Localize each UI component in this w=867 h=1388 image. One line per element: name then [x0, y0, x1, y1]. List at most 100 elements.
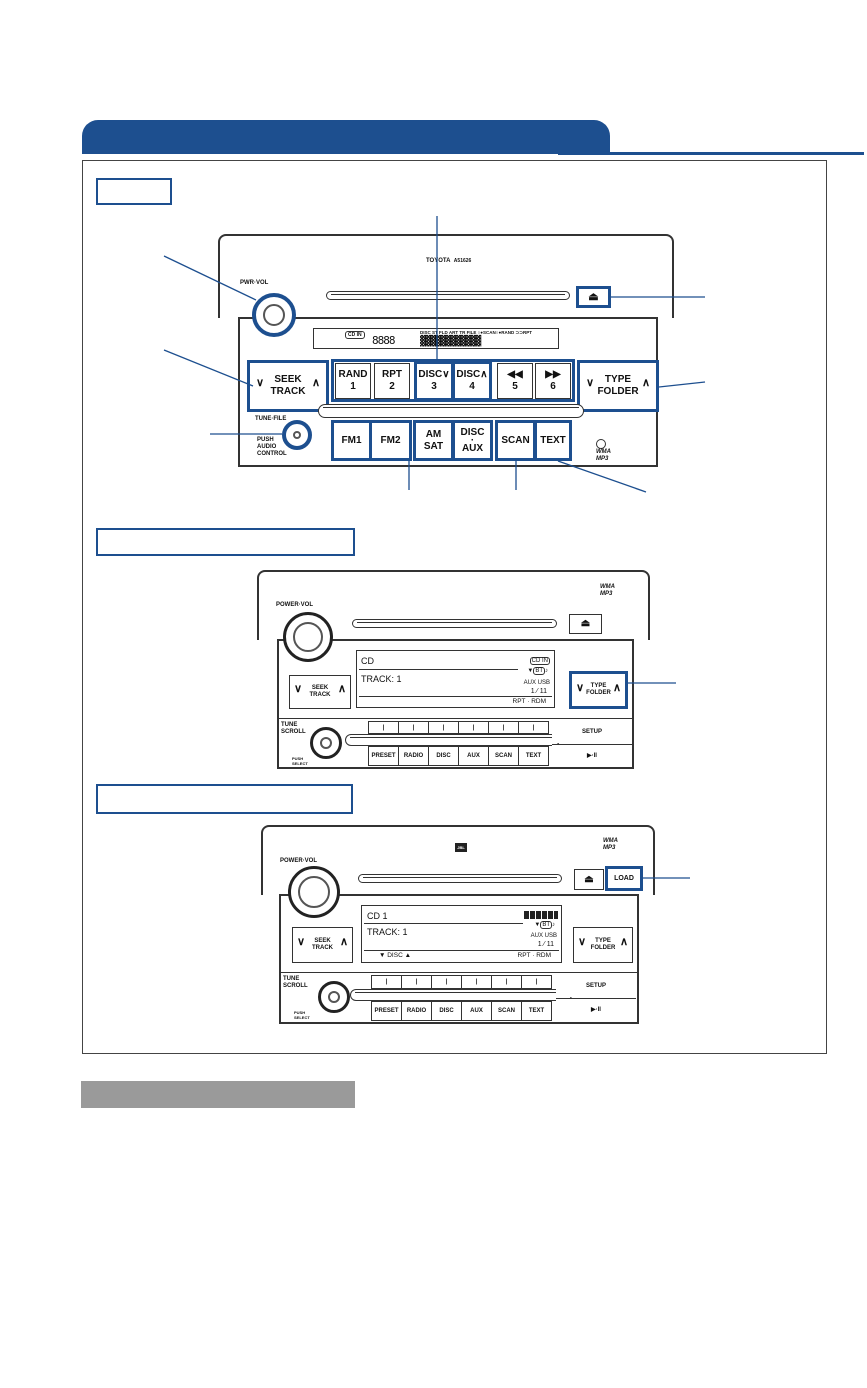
callout-line-power-volume — [163, 255, 257, 301]
radio2-eject-button[interactable]: ⏏ — [569, 614, 602, 634]
radio1-cd-slot[interactable] — [326, 291, 570, 300]
radio2-display: CD TRACK: 1 CD IN ▼BT♪ AUX USB 1 ⁄ 11 RP… — [356, 650, 555, 708]
radio2-push-select-label: PUSH SELECT — [292, 756, 308, 766]
music-note-icon: ♪ — [545, 668, 548, 674]
radio1-segment-text: ▓▓▓▓▓▓▓▓▓▓▓▓ — [420, 336, 481, 347]
radio1-preset-2[interactable]: RPT 2 — [374, 363, 410, 399]
radio3-text-button[interactable]: TEXT — [521, 1001, 552, 1021]
radio1-tune-label: TUNE·FILE — [255, 416, 287, 422]
seek-track-label: SEEK TRACK — [309, 685, 331, 698]
chevron-up-icon: ∧ — [612, 682, 621, 694]
header-tab — [82, 120, 610, 154]
radio2-setup-button[interactable]: SETUP — [552, 721, 632, 743]
radio2-preset-5[interactable]: | — [488, 721, 519, 734]
radio2-preset-2[interactable]: | — [398, 721, 429, 734]
radio2-bt-indicator: ▼BT♪ — [527, 667, 548, 675]
radio1-fm2-button[interactable]: FM2 — [369, 420, 412, 461]
label-box-3 — [96, 784, 353, 814]
radio1-preset-4[interactable]: DISC∧ 4 — [452, 361, 492, 401]
chevron-up-icon: ∧ — [311, 377, 320, 389]
radio1-tune-file-knob[interactable] — [282, 420, 312, 450]
radio1-seek-track-button[interactable]: ∨ SEEK TRACK ∧ — [247, 360, 329, 412]
label-box-1 — [96, 178, 172, 205]
radio3-power-volume-knob[interactable] — [288, 866, 340, 918]
radio3-bt-indicator: ▼BT♪ — [534, 921, 555, 929]
radio2-tune-scroll-knob[interactable] — [310, 727, 342, 759]
chevron-up-icon: ∧ — [619, 936, 628, 948]
radio3-display-source: CD 1 — [367, 911, 388, 921]
eject-icon: ⏏ — [584, 873, 594, 885]
radio2-text-button[interactable]: TEXT — [518, 746, 549, 766]
radio1-cd-in-indicator: CD IN — [345, 331, 365, 339]
chevron-down-icon: ∨ — [578, 936, 587, 948]
radio2-display-track: TRACK: 1 — [361, 674, 402, 684]
radio2-tune-label: TUNE SCROLL — [281, 722, 306, 735]
seek-track-label: SEEK TRACK — [270, 374, 306, 397]
callout-line-text — [557, 460, 647, 493]
radio2-seek-track-button[interactable]: ∨ SEEK TRACK ∧ — [289, 675, 351, 709]
radio3-disc-slots-indicator — [524, 911, 558, 919]
callout-line-seek-track — [163, 349, 254, 387]
radio2-display-source: CD — [361, 656, 374, 666]
chevron-up-icon: ∧ — [337, 683, 346, 695]
radio1-text-button[interactable]: TEXT — [534, 420, 572, 461]
radio3-cd-slot[interactable] — [358, 874, 562, 883]
radio1-knob-label: PWR·VOL — [240, 280, 269, 286]
radio3-jbl-logo: JBL — [455, 843, 467, 852]
radio2-preset-6[interactable]: | — [518, 721, 549, 734]
radio1-push-audio-label: PUSH AUDIO CONTROL — [257, 437, 287, 457]
radio2-cd-slot[interactable] — [352, 619, 557, 628]
radio1-preset-6[interactable]: ▶▶ 6 — [535, 363, 571, 399]
radio3-tune-scroll-knob[interactable] — [318, 981, 350, 1013]
radio1-cd-changer-slot[interactable] — [318, 404, 584, 418]
radio2-type-folder-button[interactable]: ∨ TYPE FOLDER ∧ — [569, 671, 628, 709]
radio3-disc-selector: ▼ DISC ▲ — [379, 952, 412, 959]
chevron-down-icon: ∨ — [576, 682, 585, 694]
radio3-display-track: TRACK: 1 — [367, 927, 408, 937]
radio3-track-count: 1 ⁄ 11 — [537, 941, 554, 948]
radio2-preset-button[interactable]: PRESET — [368, 746, 399, 766]
radio3-tune-label: TUNE SCROLL — [283, 976, 308, 989]
radio2-power-volume-knob[interactable] — [283, 612, 333, 662]
radio1-display-indicators: DISC ST FLD ART TR FILE ○●SCAN○●RAND ⊃⊃R… — [420, 330, 532, 335]
radio2-play-pause-button[interactable]: ▶·II — [552, 744, 632, 766]
figure-frame — [82, 160, 827, 1054]
label-box-2 — [96, 528, 355, 556]
radio3-load-button[interactable]: LOAD — [605, 866, 643, 891]
chevron-down-icon: ∨ — [294, 683, 303, 695]
radio2-scan-button[interactable]: SCAN — [488, 746, 519, 766]
radio3-play-pause-button[interactable]: ▶·II — [556, 998, 636, 1020]
radio1-wma-mp3-logo: WMA MP3 — [596, 432, 636, 463]
radio3-radio-button[interactable]: RADIO — [401, 1001, 432, 1021]
type-folder-label: TYPE FOLDER — [597, 374, 639, 397]
chevron-up-icon: ∧ — [339, 936, 348, 948]
radio1-power-volume-knob[interactable] — [252, 293, 296, 337]
callout-line-type-folder — [658, 381, 706, 388]
radio3-seek-track-button[interactable]: ∨ SEEK TRACK ∧ — [292, 927, 353, 963]
radio1-disc-aux-button[interactable]: DISC · AUX — [452, 420, 493, 461]
radio1-preset-1[interactable]: RAND 1 — [335, 363, 371, 399]
radio3-type-folder-button[interactable]: ∨ TYPE FOLDER ∧ — [573, 927, 633, 963]
radio3-eject-button[interactable]: ⏏ — [574, 869, 604, 890]
radio1-display: CD IN 8888 DISC ST FLD ART TR FILE ○●SCA… — [313, 328, 559, 349]
radio3-aux-usb-indicator: AUX USB — [530, 933, 557, 939]
radio2-preset-1[interactable]: | — [368, 721, 399, 734]
radio1-eject-button[interactable]: ⏏ — [576, 286, 611, 308]
eject-icon: ⏏ — [580, 618, 591, 629]
radio3-display: CD 1 TRACK: 1 ▼BT♪ AUX USB 1 ⁄ 11 ▼ DISC… — [361, 905, 562, 963]
chevron-down-icon: ∨ — [297, 936, 306, 948]
chevron-up-icon: ∧ — [641, 377, 650, 389]
chevron-down-icon: ∨ — [586, 377, 595, 389]
radio3-preset-6[interactable]: | — [521, 975, 552, 989]
radio3-rpt-rdm-indicator: RPT · RDM — [517, 952, 551, 959]
radio1-preset-5[interactable]: ◀◀ 5 — [497, 363, 533, 399]
radio2-display-divider — [359, 669, 518, 670]
radio1-type-folder-button[interactable]: ∨ TYPE FOLDER ∧ — [577, 360, 659, 412]
type-folder-label: TYPE FOLDER — [590, 938, 616, 951]
radio3-setup-button[interactable]: SETUP — [556, 975, 636, 997]
chevron-down-icon: ∨ — [256, 377, 265, 389]
radio2-aux-usb-indicator: AUX USB — [523, 680, 550, 686]
radio3-knob-label: POWER·VOL — [280, 858, 317, 864]
radio2-panel-divider — [278, 718, 633, 719]
